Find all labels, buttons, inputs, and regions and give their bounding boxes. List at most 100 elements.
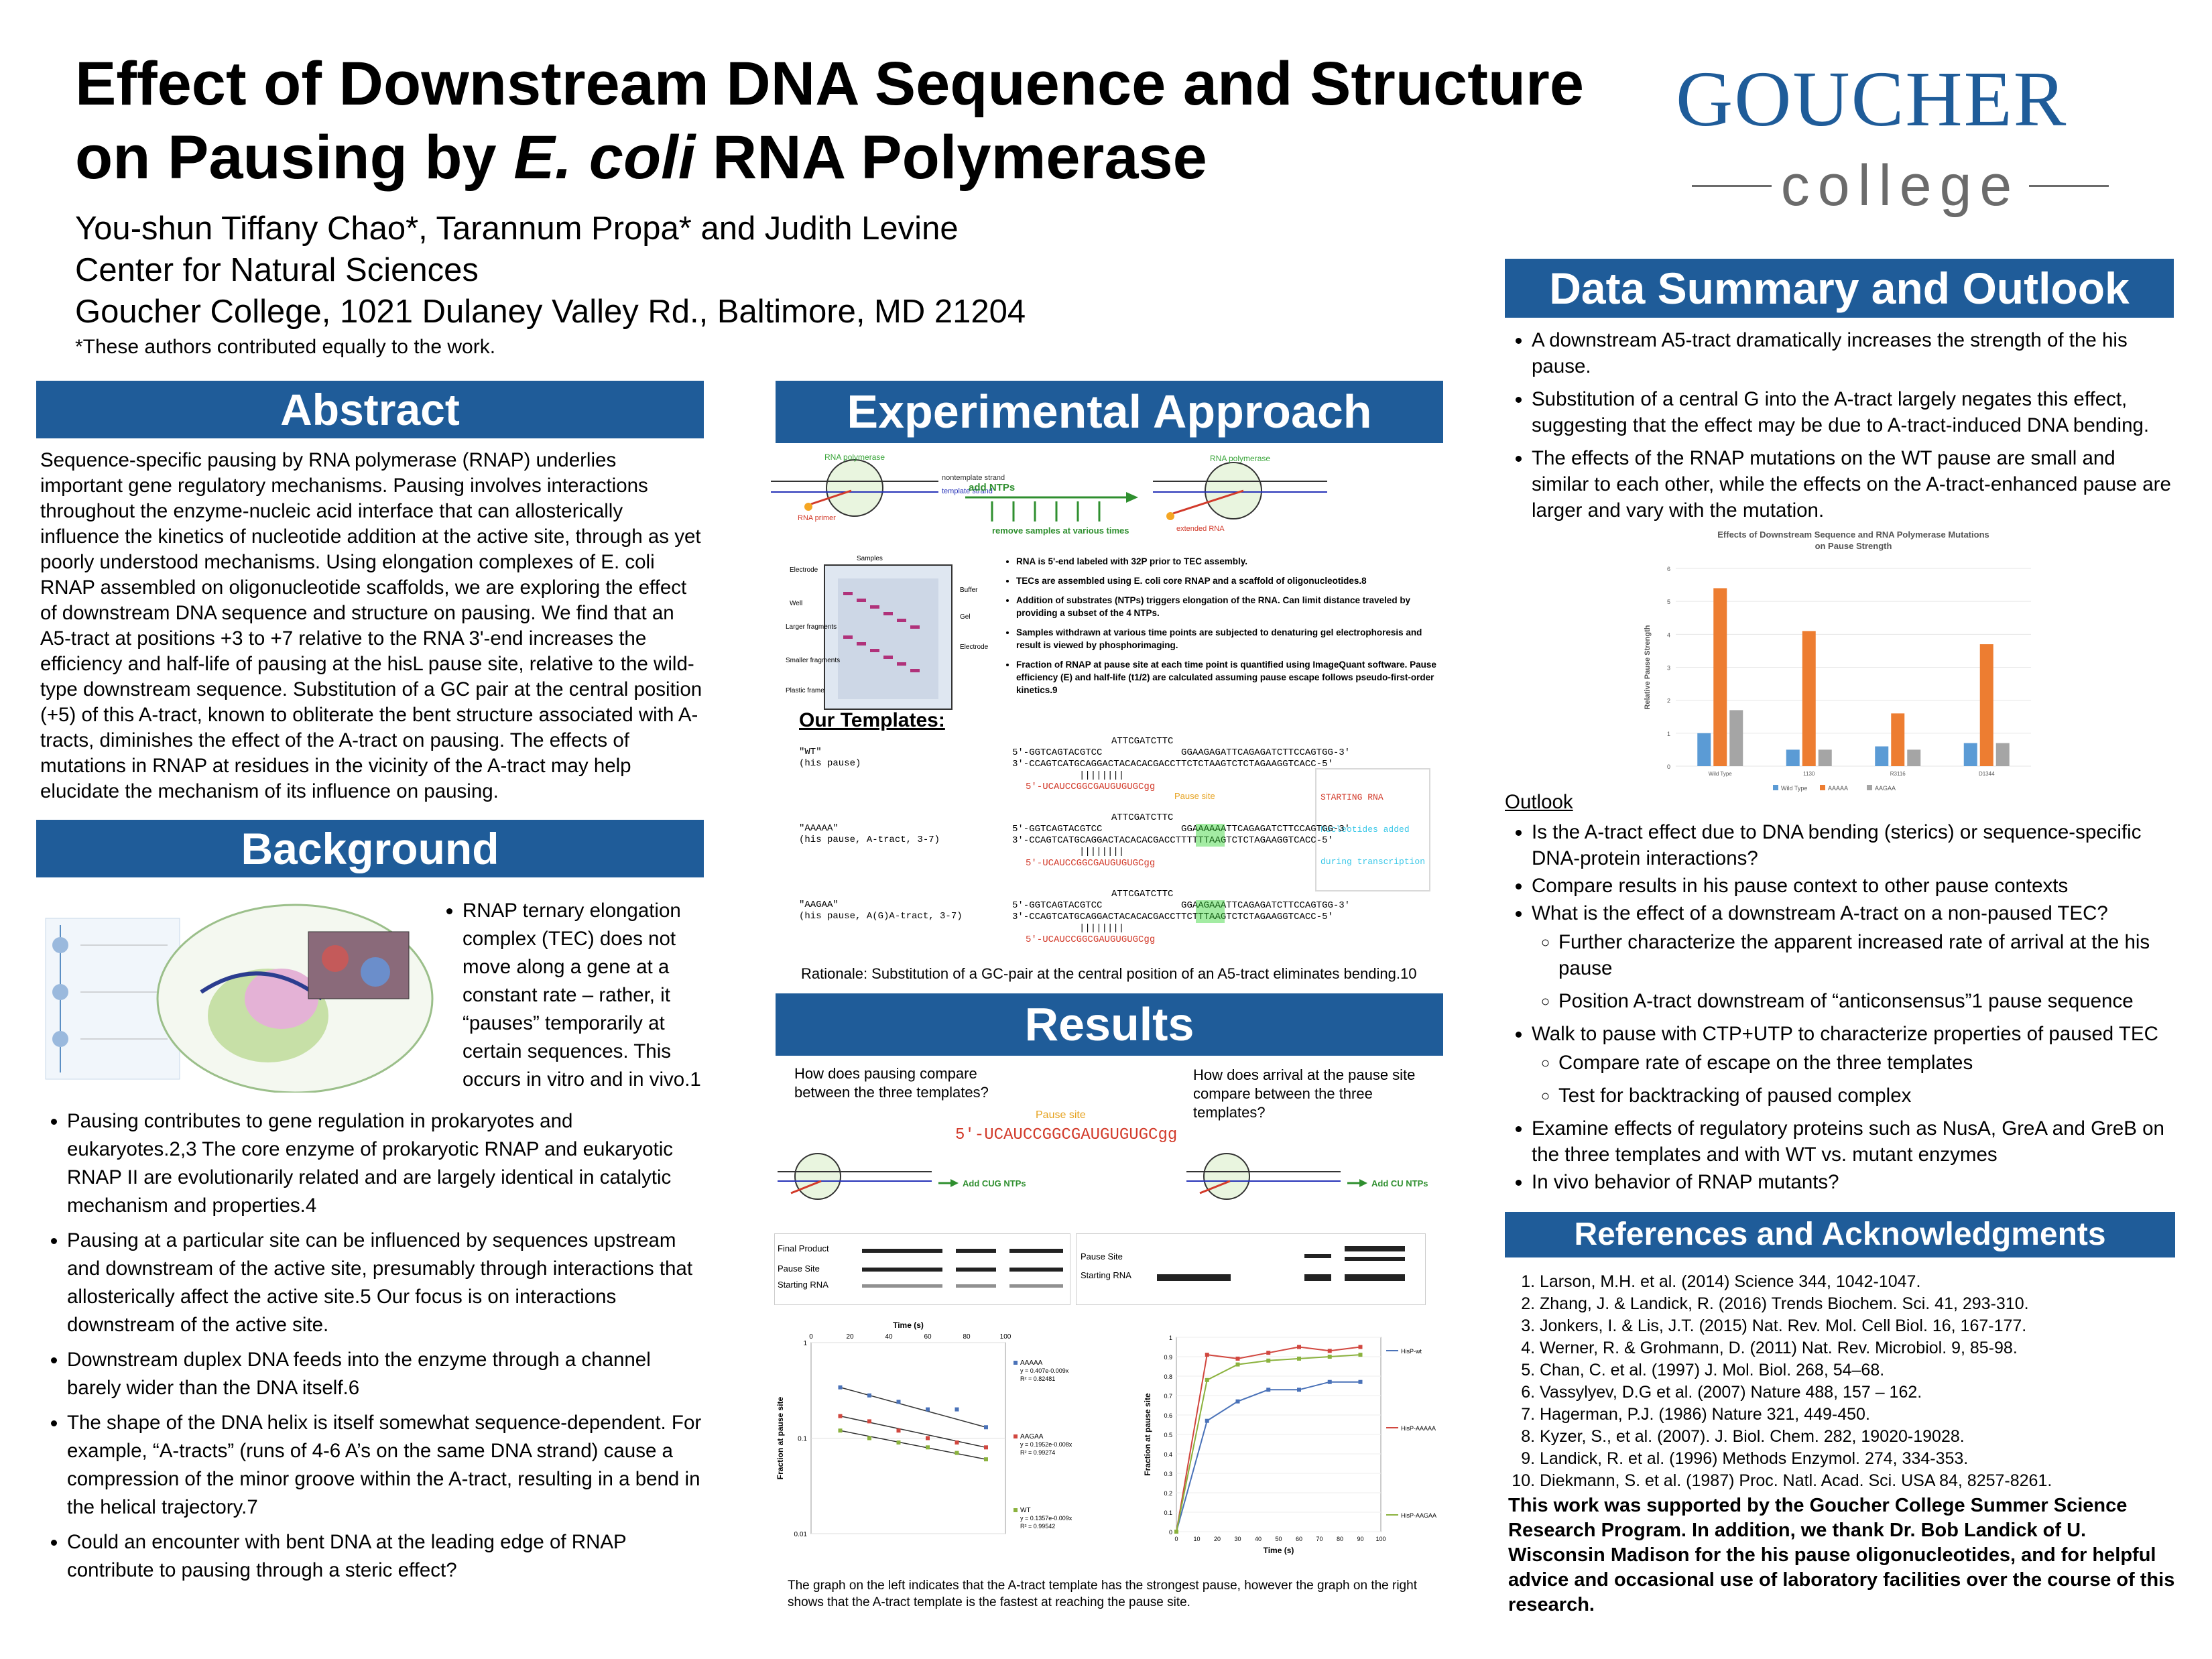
pause-strength-chart: Effects of Downstream Sequence and RNA P… <box>1639 528 2041 803</box>
background-bullet: Could an encounter with bent DNA at the … <box>67 1528 706 1585</box>
outlook-item: Compare results in his pause context to … <box>1532 873 2175 899</box>
remove-samples-label: remove samples at various times <box>992 526 1129 536</box>
data-point <box>838 1414 843 1418</box>
gel-label: Plastic frame <box>786 687 824 694</box>
data-point <box>867 1436 871 1440</box>
y-tick-label: 4 <box>1667 631 1670 638</box>
data-point <box>1235 1399 1240 1404</box>
data-point <box>1235 1362 1240 1367</box>
rna-seq: 5'-UCAUCCGGCGAUGUGUGCgg <box>1026 934 1156 945</box>
legend-added-2: during transcription <box>1320 857 1426 867</box>
outlook-heading: Outlook <box>1505 791 1573 813</box>
college-logo: college <box>1682 153 2118 219</box>
data-point <box>955 1451 959 1455</box>
legend-swatch <box>1013 1508 1018 1512</box>
outlook-item: What is the effect of a downstream A-tra… <box>1532 900 2175 1014</box>
title-line-1: Effect of Downstream DNA Sequence and St… <box>75 50 1584 118</box>
a-tract-highlight <box>1196 900 1225 923</box>
x-tick-label: Wild Type <box>1709 771 1733 777</box>
template-name: "AAGAA" <box>799 900 839 910</box>
author-block: You-shun Tiffany Chao*, Tarannum Propa* … <box>75 208 1026 362</box>
background-bullet: Downstream duplex DNA feeds into the enz… <box>67 1346 706 1402</box>
summary-bullet: Substitution of a central G into the A-t… <box>1532 386 2175 438</box>
data-point <box>984 1457 988 1462</box>
loop-seq: ATTCGATCTTC <box>1111 889 1174 900</box>
x-tick-label: 100 <box>1375 1536 1386 1542</box>
approach-bullet: Addition of substrates (NTPs) triggers e… <box>1016 594 1442 619</box>
title-part: on Pausing by <box>75 123 514 192</box>
question-2: How does arrival at the pause site compa… <box>1193 1066 1416 1121</box>
bar <box>1697 733 1711 766</box>
data-point <box>1174 1530 1178 1534</box>
rnap-label-2: RNA polymerase <box>1210 454 1270 463</box>
outlook-subitem: Compare rate of escape on the three temp… <box>1558 1050 2175 1076</box>
abstract-heading: Abstract <box>36 381 704 438</box>
data-point <box>1266 1351 1271 1355</box>
data-point <box>1297 1345 1301 1349</box>
bar <box>1907 749 1921 766</box>
data-point <box>838 1385 843 1390</box>
add-cug-label: Add CUG NTPs <box>963 1178 1026 1188</box>
x-tick-label: 0 <box>1174 1536 1178 1542</box>
gel-label: Buffer <box>960 587 978 594</box>
authors: You-shun Tiffany Chao*, Tarannum Propa* … <box>75 210 959 247</box>
gel-image-2: Pause Site Starting RNA <box>1076 1233 1426 1305</box>
data-point <box>1358 1379 1363 1384</box>
data-point <box>1266 1358 1271 1363</box>
data-point <box>1327 1355 1332 1359</box>
author-note: *These authors contributed equally to th… <box>75 336 496 358</box>
bar <box>1875 746 1889 766</box>
legend-label: HisP-AAGAA <box>1401 1512 1436 1519</box>
outlook-item: Is the A-tract effect due to DNA bending… <box>1532 819 2175 871</box>
gel-image-1: Final Product Pause Site Starting RNA <box>774 1233 1070 1305</box>
legend-swatch <box>1013 1361 1018 1365</box>
legend-added: Nucleotides added <box>1320 824 1410 835</box>
series-line <box>1176 1346 1361 1532</box>
legend-swatch <box>1867 785 1872 790</box>
outlook-list: Is the A-tract effect due to DNA bending… <box>1505 819 2175 1196</box>
y-tick-label: 1 <box>1169 1335 1172 1341</box>
background-bullets: Pausing contributes to gene regulation i… <box>36 1107 706 1591</box>
bar <box>1713 588 1727 766</box>
sequence-legend: STARTING RNA Nucleotides added during tr… <box>1315 768 1431 892</box>
bar <box>1995 743 2010 766</box>
data-point <box>896 1440 901 1445</box>
legend-swatch <box>1820 785 1825 790</box>
trendline <box>840 1387 987 1428</box>
x-axis-label: Time (s) <box>893 1320 924 1330</box>
approach-heading: Experimental Approach <box>776 381 1443 443</box>
extended-rna-label: extended RNA <box>1176 525 1225 533</box>
trendline <box>840 1415 987 1449</box>
gel-label: Electrode <box>960 643 989 651</box>
y-tick-label: 1 <box>1667 731 1670 737</box>
legend-label: WT <box>1020 1507 1031 1514</box>
data-point <box>867 1393 871 1398</box>
data-point <box>1266 1388 1271 1392</box>
legend-label: Wild Type <box>1781 785 1807 792</box>
legend-swatch <box>1013 1434 1018 1438</box>
primer-label: RNA primer <box>798 514 836 522</box>
data-point <box>1205 1353 1209 1357</box>
template-seq: 3'-CCAGTCATGCAGGACTACACACGACCTTCTCTAAGTC… <box>1012 759 1333 770</box>
summary-heading: Data Summary and Outlook <box>1505 259 2174 318</box>
y-tick-label: 0.4 <box>1164 1451 1172 1458</box>
legend-label: AAGAA <box>1020 1433 1044 1440</box>
reference-item: Diekmann, S. et al. (1987) Proc. Natl. A… <box>1540 1470 2175 1492</box>
bar <box>1979 644 1993 766</box>
goucher-logo: GOUCHER <box>1676 55 2068 143</box>
y-tick-label: 5 <box>1667 599 1670 605</box>
approach-bullet: Samples withdrawn at various time points… <box>1016 626 1442 652</box>
outlook-subitem: Position A-tract downstream of “anticons… <box>1558 988 2175 1014</box>
tec-illustration <box>40 898 436 1094</box>
data-point <box>1327 1379 1332 1384</box>
references-heading: References and Acknowledgments <box>1505 1212 2175 1257</box>
reference-item: Chan, C. et al. (1997) J. Mol. Biol. 268… <box>1540 1359 2175 1381</box>
y-axis-label: Relative Pause Strength <box>1644 625 1652 709</box>
pause-site-label: Pause site <box>1036 1109 1086 1121</box>
zoom-inset <box>308 931 410 999</box>
template-name: "AAAAA" <box>799 823 839 834</box>
results-diagrams-svg: Add CUG NTPs Add CU NTPs <box>778 1153 1428 1200</box>
reference-item: Werner, R. & Grohmann, D. (2011) Nat. Re… <box>1540 1337 2175 1359</box>
pause-strength-chart-svg: Effects of Downstream Sequence and RNA P… <box>1644 530 2031 792</box>
